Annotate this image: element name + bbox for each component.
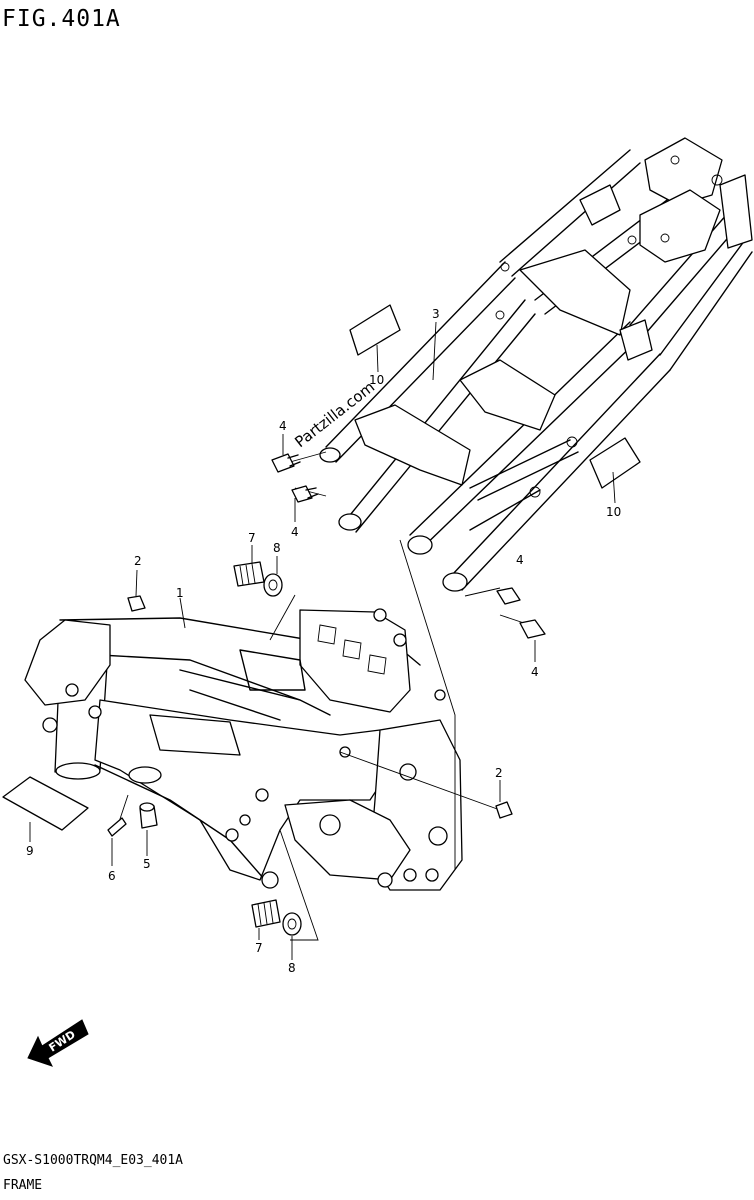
label-sticker-10-upper	[349, 304, 401, 356]
figure-title: FIG.401A	[2, 6, 121, 32]
seat-rail-subframe	[319, 137, 753, 592]
callout-label: 10	[369, 373, 384, 387]
footer-part-code: GSX-S1000TRQM4_E03_401A	[3, 1153, 184, 1168]
callout-label: 7	[248, 531, 256, 545]
bolt-icon	[127, 595, 146, 612]
callout-label: 4	[531, 665, 539, 679]
bushing-icon	[251, 899, 281, 928]
leader-lines	[29, 321, 616, 960]
callout-label: 4	[291, 525, 299, 539]
callout-label: 8	[288, 961, 296, 975]
spacer-icon	[139, 802, 158, 829]
bolt-icon	[495, 801, 513, 819]
label-sticker-10-right	[589, 437, 641, 489]
labels	[2, 304, 641, 831]
washer-icon	[282, 912, 302, 936]
bushing-icon	[233, 561, 265, 587]
main-frame	[24, 608, 463, 891]
callout-label: 7	[255, 941, 263, 955]
assembly-lines	[117, 451, 531, 941]
footer-assembly-name: FRAME	[3, 1178, 43, 1193]
washer-icon	[263, 573, 283, 597]
callout-label: 4	[279, 419, 287, 433]
callout-label: 2	[495, 766, 503, 780]
bolt-icon	[291, 485, 319, 503]
callout-label: 2	[134, 554, 142, 568]
bolt-icon	[271, 453, 301, 473]
label-sticker-9	[2, 776, 89, 831]
callout-label: 6	[108, 869, 116, 883]
callout-label: 3	[432, 307, 440, 321]
callout-label: 10	[606, 505, 621, 519]
fwd-label: FWD	[47, 1028, 78, 1055]
callout-label: 1	[176, 586, 184, 600]
callout-label: 4	[516, 553, 524, 567]
bolt-icon	[107, 817, 127, 837]
callout-label: 5	[143, 857, 151, 871]
bolt-icon	[496, 587, 521, 605]
fwd-arrow-icon: FWD	[27, 1019, 89, 1067]
callout-label: 9	[26, 844, 34, 858]
callout-label: 8	[273, 541, 281, 555]
fasteners	[107, 453, 546, 936]
bolt-icon	[519, 619, 546, 639]
callouts: 1 2 3 4 4 4 4 5 6 7 8 2 7 8 9 10 10	[26, 307, 621, 975]
